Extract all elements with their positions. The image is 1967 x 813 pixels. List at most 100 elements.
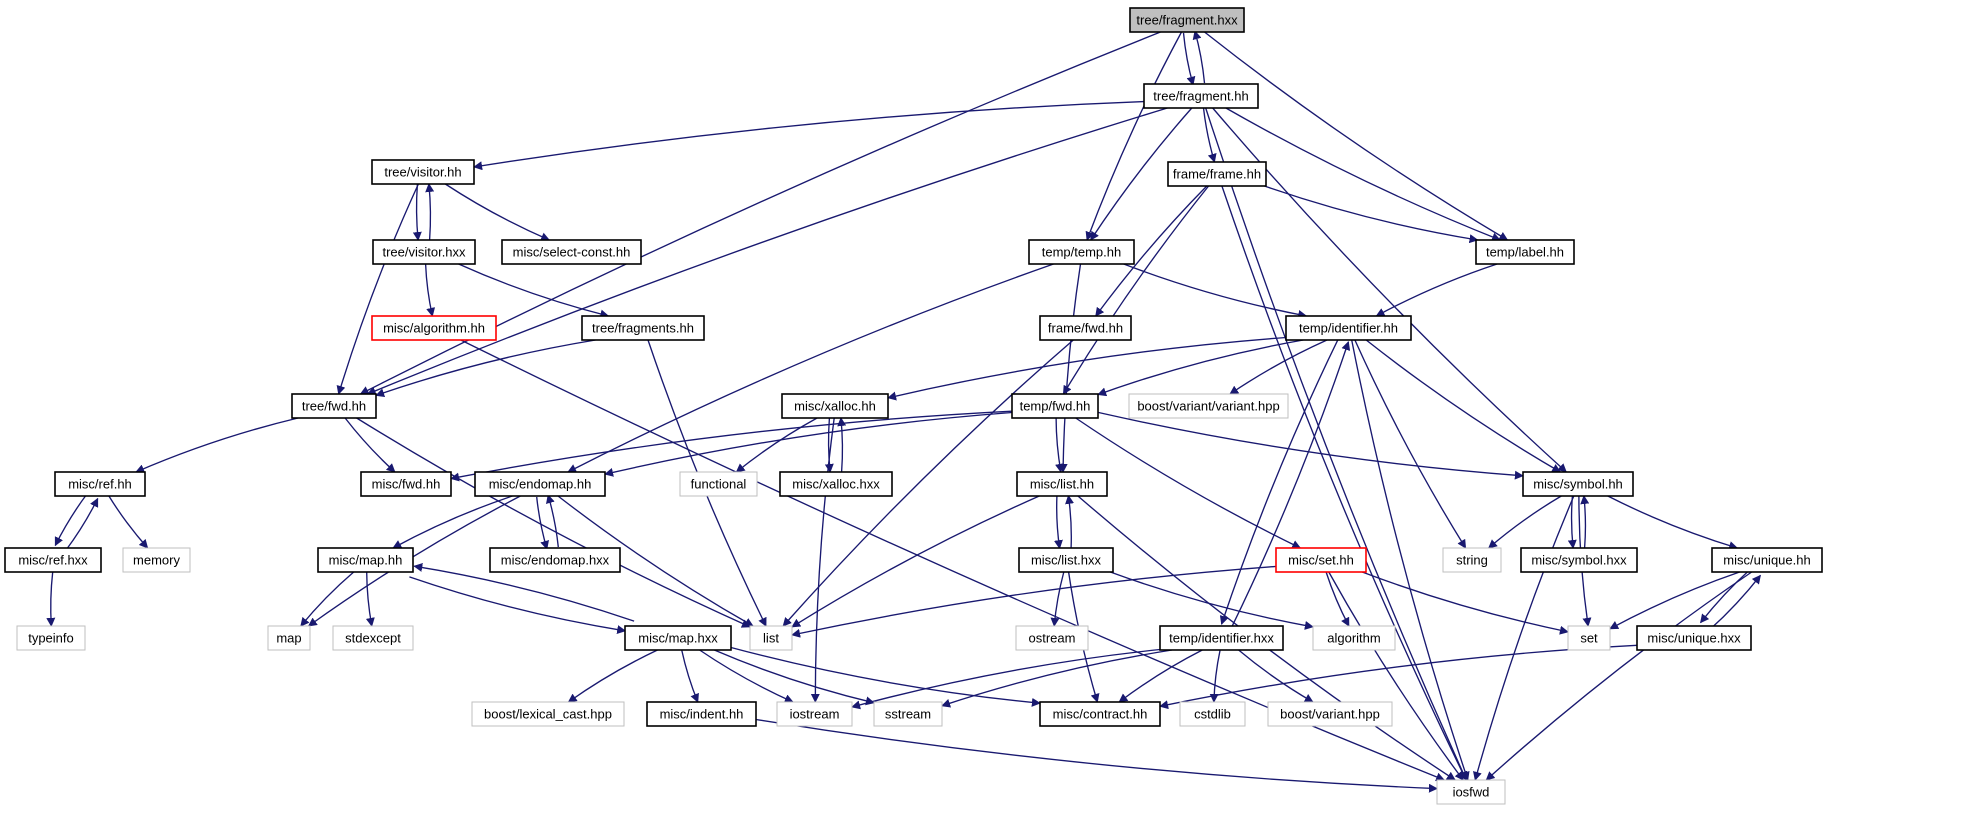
node-contract-hh[interactable]: misc/contract.hh	[1039, 701, 1161, 727]
node-box[interactable]	[779, 471, 893, 497]
node-box[interactable]	[1436, 779, 1506, 805]
node-box[interactable]	[291, 393, 377, 419]
node-box[interactable]	[1636, 625, 1752, 651]
node-list-hh[interactable]: misc/list.hh	[1016, 471, 1108, 497]
node-box[interactable]	[776, 701, 853, 727]
node-box[interactable]	[372, 239, 476, 265]
node-algorithm[interactable]: algorithm	[1312, 625, 1396, 651]
node-box[interactable]	[1522, 471, 1634, 497]
node-tree-fwd[interactable]: tree/fwd.hh	[291, 393, 377, 419]
node-temp-hh[interactable]: temp/temp.hh	[1028, 239, 1135, 265]
node-box[interactable]	[1275, 547, 1367, 573]
node-map-hh[interactable]: misc/map.hh	[317, 547, 414, 573]
node-box[interactable]	[1028, 239, 1135, 265]
node-box[interactable]	[489, 547, 621, 573]
node-endomap-hh[interactable]: misc/endomap.hh	[474, 471, 606, 497]
node-box[interactable]	[1143, 83, 1259, 109]
node-box[interactable]	[1129, 7, 1245, 33]
node-iosfwd[interactable]: iosfwd	[1436, 779, 1506, 805]
node-xalloc-hxx[interactable]: misc/xalloc.hxx	[779, 471, 893, 497]
node-sstream[interactable]: sstream	[873, 701, 943, 727]
node-box[interactable]	[317, 547, 414, 573]
node-boost-variant-variant[interactable]: boost/variant/variant.hpp	[1128, 393, 1289, 419]
node-box[interactable]	[4, 547, 102, 573]
node-boost-variant[interactable]: boost/variant.hpp	[1267, 701, 1393, 727]
node-misc-fwd[interactable]: misc/fwd.hh	[360, 471, 452, 497]
node-box[interactable]	[371, 315, 497, 341]
node-memory[interactable]: memory	[122, 547, 191, 573]
node-set-hh[interactable]: misc/set.hh	[1275, 547, 1367, 573]
node-identifier-hh[interactable]: temp/identifier.hh	[1285, 315, 1412, 341]
node-select-const[interactable]: misc/select-const.hh	[501, 239, 642, 265]
node-box[interactable]	[501, 239, 642, 265]
node-ref-hh[interactable]: misc/ref.hh	[54, 471, 146, 497]
node-box[interactable]	[1267, 701, 1393, 727]
node-temp-fwd[interactable]: temp/fwd.hh	[1011, 393, 1099, 419]
node-box[interactable]	[749, 625, 793, 651]
node-box[interactable]	[1018, 547, 1114, 573]
node-identifier-hxx[interactable]: temp/identifier.hxx	[1159, 625, 1284, 651]
node-typeinfo[interactable]: typeinfo	[16, 625, 86, 651]
node-indent-hh[interactable]: misc/indent.hh	[646, 701, 757, 727]
node-ref-hxx[interactable]: misc/ref.hxx	[4, 547, 102, 573]
node-box[interactable]	[360, 471, 452, 497]
node-ostream[interactable]: ostream	[1015, 625, 1089, 651]
node-symbol-hxx[interactable]: misc/symbol.hxx	[1520, 547, 1638, 573]
node-list[interactable]: list	[749, 625, 793, 651]
node-visitor-hxx[interactable]: tree/visitor.hxx	[372, 239, 476, 265]
node-box[interactable]	[679, 471, 758, 497]
node-box[interactable]	[474, 471, 606, 497]
node-fragment-hh[interactable]: tree/fragment.hh	[1143, 83, 1259, 109]
node-box[interactable]	[1475, 239, 1575, 265]
node-box[interactable]	[1285, 315, 1412, 341]
node-box[interactable]	[781, 393, 889, 419]
node-box[interactable]	[54, 471, 146, 497]
node-list-hxx[interactable]: misc/list.hxx	[1018, 547, 1114, 573]
node-unique-hxx[interactable]: misc/unique.hxx	[1636, 625, 1752, 651]
node-stdexcept[interactable]: stdexcept	[332, 625, 414, 651]
node-fragment-hxx[interactable]: tree/fragment.hxx	[1129, 7, 1245, 33]
node-box[interactable]	[1128, 393, 1289, 419]
node-box[interactable]	[1567, 625, 1611, 651]
node-box[interactable]	[371, 159, 475, 185]
node-box[interactable]	[624, 625, 732, 651]
node-box[interactable]	[267, 625, 311, 651]
node-frame-hh[interactable]: frame/frame.hh	[1167, 161, 1267, 187]
node-box[interactable]	[1167, 161, 1267, 187]
node-boost-lexical-cast[interactable]: boost/lexical_cast.hpp	[471, 701, 625, 727]
node-box[interactable]	[1011, 393, 1099, 419]
node-frame-fwd[interactable]: frame/fwd.hh	[1039, 315, 1132, 341]
node-box[interactable]	[1039, 701, 1161, 727]
node-iostream[interactable]: iostream	[776, 701, 853, 727]
node-box[interactable]	[646, 701, 757, 727]
node-symbol-hh[interactable]: misc/symbol.hh	[1522, 471, 1634, 497]
node-box[interactable]	[471, 701, 625, 727]
node-box[interactable]	[1016, 471, 1108, 497]
node-box[interactable]	[1179, 701, 1246, 727]
node-map[interactable]: map	[267, 625, 311, 651]
node-algorithm-hh[interactable]: misc/algorithm.hh	[371, 315, 497, 341]
node-box[interactable]	[873, 701, 943, 727]
node-functional[interactable]: functional	[679, 471, 758, 497]
node-box[interactable]	[332, 625, 414, 651]
node-box[interactable]	[1520, 547, 1638, 573]
node-box[interactable]	[122, 547, 191, 573]
node-box[interactable]	[16, 625, 86, 651]
node-box[interactable]	[1312, 625, 1396, 651]
node-fragments-hh[interactable]: tree/fragments.hh	[581, 315, 705, 341]
node-unique-hh[interactable]: misc/unique.hh	[1711, 547, 1823, 573]
node-box[interactable]	[1159, 625, 1284, 651]
node-box[interactable]	[1711, 547, 1823, 573]
node-box[interactable]	[1015, 625, 1089, 651]
node-box[interactable]	[1039, 315, 1132, 341]
node-box[interactable]	[581, 315, 705, 341]
node-map-hxx[interactable]: misc/map.hxx	[624, 625, 732, 651]
node-box[interactable]	[1442, 547, 1502, 573]
node-visitor-hh[interactable]: tree/visitor.hh	[371, 159, 475, 185]
node-cstdlib[interactable]: cstdlib	[1179, 701, 1246, 727]
node-string[interactable]: string	[1442, 547, 1502, 573]
node-xalloc-hh[interactable]: misc/xalloc.hh	[781, 393, 889, 419]
node-label-hh[interactable]: temp/label.hh	[1475, 239, 1575, 265]
node-endomap-hxx[interactable]: misc/endomap.hxx	[489, 547, 621, 573]
node-set[interactable]: set	[1567, 625, 1611, 651]
